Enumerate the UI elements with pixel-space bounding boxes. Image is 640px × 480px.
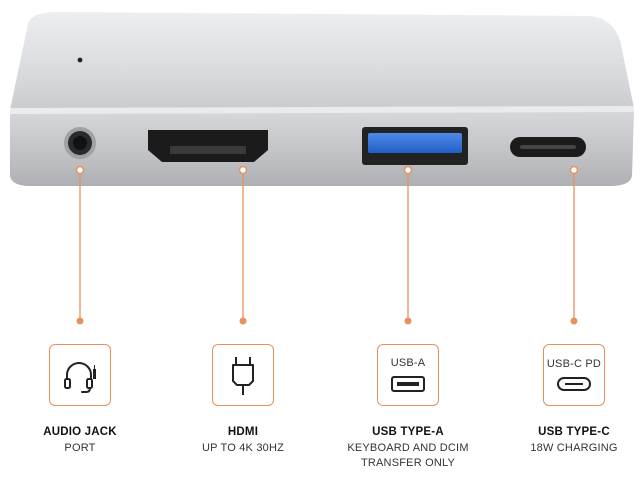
usb-c-hub-image bbox=[10, 12, 634, 186]
port-description-line2: TRANSFER ONLY bbox=[360, 457, 456, 469]
port-card-audio: AUDIO JACK PORT bbox=[20, 316, 140, 476]
port-title: AUDIO JACK bbox=[43, 426, 117, 438]
port-title: HDMI bbox=[227, 426, 259, 438]
icon-box-hdmi bbox=[212, 344, 274, 406]
port-description: UP TO 4K 30HZ bbox=[201, 442, 285, 454]
box-label: USB-A bbox=[390, 357, 426, 369]
usb-a-port-icon bbox=[391, 376, 425, 392]
hdmi-port bbox=[148, 130, 268, 162]
port-card-usb-a: USB-A USB TYPE-A KEYBOARD AND DCIM TRANS… bbox=[347, 316, 469, 476]
audio-jack-port bbox=[64, 127, 96, 159]
port-title: USB TYPE-C bbox=[538, 426, 610, 438]
port-description: PORT bbox=[64, 442, 96, 454]
hdmi-cable-icon bbox=[232, 357, 254, 395]
port-description: KEYBOARD AND DCIM bbox=[347, 442, 469, 454]
led-indicator bbox=[77, 57, 83, 63]
port-description: 18W CHARGING bbox=[530, 442, 618, 454]
box-label: USB-C PD bbox=[546, 358, 602, 370]
port-title: USB TYPE-A bbox=[372, 426, 444, 438]
icon-box-audio bbox=[49, 344, 111, 406]
icon-box-usb-a: USB-A bbox=[377, 344, 439, 406]
port-card-usb-c: USB-C PD USB TYPE-C 18W CHARGING bbox=[514, 316, 634, 476]
icon-box-usb-c: USB-C PD bbox=[543, 344, 605, 406]
usb-c-port bbox=[510, 137, 586, 157]
headphones-icon bbox=[64, 362, 96, 393]
port-card-hdmi: HDMI UP TO 4K 30HZ bbox=[183, 316, 303, 476]
usb-a-port bbox=[362, 127, 468, 165]
usb-c-port-icon bbox=[557, 377, 591, 391]
